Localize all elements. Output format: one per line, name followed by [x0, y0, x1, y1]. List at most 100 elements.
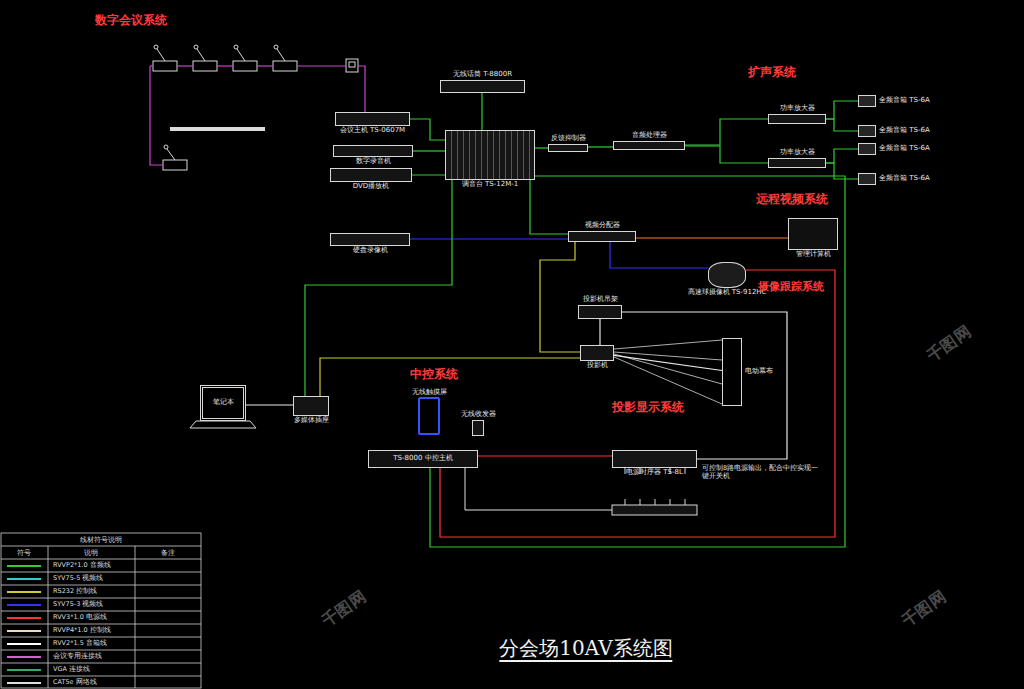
- drawn-line: [685, 499, 686, 505]
- device-box: 电源时序器 TS-8L: [612, 450, 697, 468]
- device-box: 音频处理器: [613, 141, 685, 150]
- table-header: 备注: [161, 550, 175, 557]
- drawn-rect: [612, 505, 697, 515]
- drawn-line: [685, 468, 686, 474]
- signal-wire: [826, 119, 858, 131]
- power-wire: [465, 468, 612, 510]
- section-title: 远程视频系统: [756, 193, 828, 206]
- drawn-line: [277, 49, 285, 61]
- signal-wire: [622, 312, 787, 459]
- signal-wire: [540, 242, 580, 352]
- legend-text: RVV3*1.0 电源线: [53, 614, 107, 621]
- signal-wire: [413, 150, 445, 151]
- device-box: 功率放大器: [768, 114, 826, 124]
- legend-text: SYV75-5 视频线: [53, 575, 103, 582]
- drawn-line: [135, 546, 136, 688]
- speaker-box: 全频音箱 TS-6A: [858, 173, 876, 185]
- touch-panel: 无线触摸屏: [418, 397, 440, 435]
- signal-wire: [430, 176, 845, 547]
- projection-screen: 电动幕布: [722, 338, 742, 406]
- device-label: 投影机吊架: [583, 296, 618, 304]
- device-label: 全频音箱 TS-6A: [879, 175, 930, 183]
- drawn-line: [1, 611, 201, 612]
- legend-swatch: [7, 643, 41, 645]
- laptop-box: 笔记本: [200, 385, 246, 421]
- device-box: DVD播放机: [330, 168, 412, 182]
- drawn-circle: [274, 45, 278, 49]
- legend-text: VGA 连接线: [53, 666, 90, 673]
- drawn-line: [1, 572, 201, 573]
- drawn-rect: [163, 160, 187, 170]
- legend-text: SYV75-3 视频线: [53, 601, 103, 608]
- signal-wire: [636, 237, 788, 238]
- drawn-line: [237, 49, 245, 61]
- drawn-polyline: [257, 65, 273, 66]
- device-label: 无线收发器: [461, 411, 496, 419]
- drawn-line: [1, 559, 201, 560]
- device-box: 硬盘录像机: [330, 233, 410, 246]
- device-label: 无线话筒 T-8800R: [453, 71, 512, 79]
- legend-swatch: [7, 604, 41, 606]
- control-host: TS-8000 中控主机: [368, 450, 478, 468]
- signal-wire: [305, 180, 452, 396]
- drawn-line: [1, 663, 201, 664]
- legend-swatch: [7, 656, 41, 658]
- drawn-polyline: [297, 65, 346, 66]
- drawn-line: [1, 585, 201, 586]
- legend-text: RVV2*1.5 音箱线: [53, 640, 107, 647]
- camera-box: 高速球摄像机 TS-912HC: [708, 262, 746, 288]
- signal-wire: [588, 146, 613, 147]
- drawn-rect: [273, 61, 297, 71]
- signal-wire: [826, 149, 858, 163]
- signal-wire: [246, 404, 293, 405]
- drawn-line: [48, 546, 49, 688]
- device-box: 会议主机 TS-0607M: [335, 112, 410, 126]
- section-title: 摄像跟踪系统: [758, 281, 824, 293]
- drawn-line: [197, 49, 205, 61]
- drawn-line: [614, 340, 722, 349]
- device-label: 笔记本: [213, 399, 234, 407]
- device-label: 数字录音机: [356, 158, 391, 166]
- signal-wire: [410, 119, 445, 140]
- device-label: 全频音箱 TS-6A: [879, 127, 930, 135]
- signal-wire: [685, 119, 768, 145]
- device-label: TS-8000 中控主机: [393, 455, 452, 463]
- legend-text: CAT5e 网络线: [53, 679, 97, 686]
- drawn-polyline: [150, 66, 163, 165]
- drawn-rect: [193, 61, 217, 71]
- signal-wire: [320, 358, 580, 396]
- table-header: 说明: [84, 550, 98, 557]
- section-title: 扩声系统: [748, 66, 796, 79]
- device-box: 功率放大器: [768, 158, 826, 168]
- drawn-line: [625, 499, 626, 505]
- legend-swatch: [7, 578, 41, 580]
- device-label: 硬盘录像机: [353, 247, 388, 255]
- signal-wire: [440, 270, 835, 537]
- drawn-line: [167, 149, 175, 160]
- device-label: 调音台 TS-12M-1: [462, 181, 518, 189]
- device-label: 多媒体插座: [294, 417, 329, 425]
- legend-swatch: [7, 565, 41, 567]
- device-label: 功率放大器: [780, 105, 815, 113]
- legend-swatch: [7, 669, 41, 671]
- device-label: 电动幕布: [745, 368, 773, 376]
- drawn-circle: [154, 45, 158, 49]
- device-box: 无线收发器: [472, 420, 484, 436]
- device-label: 全频音箱 TS-6A: [879, 97, 930, 105]
- device-label: 投影机: [587, 362, 608, 370]
- drawn-rect: [346, 59, 358, 72]
- legend-swatch: [7, 617, 41, 619]
- drawn-line: [625, 468, 626, 474]
- drawn-polyline: [358, 66, 365, 112]
- legend-swatch: [7, 630, 41, 632]
- device-box: 无线话筒 T-8800R: [440, 80, 525, 93]
- computer-box: 管理计算机: [788, 218, 838, 250]
- drawn-polygon: [190, 421, 256, 428]
- speaker-box: 全频音箱 TS-6A: [858, 143, 876, 155]
- legend-text: RVVP2*1.0 音频线: [53, 562, 111, 569]
- device-label: 视频分配器: [585, 222, 620, 230]
- device-box: 多媒体插座: [293, 396, 329, 416]
- section-title: 投影显示系统: [612, 401, 684, 414]
- legend-swatch: [7, 682, 41, 684]
- conference-mics: [153, 45, 358, 170]
